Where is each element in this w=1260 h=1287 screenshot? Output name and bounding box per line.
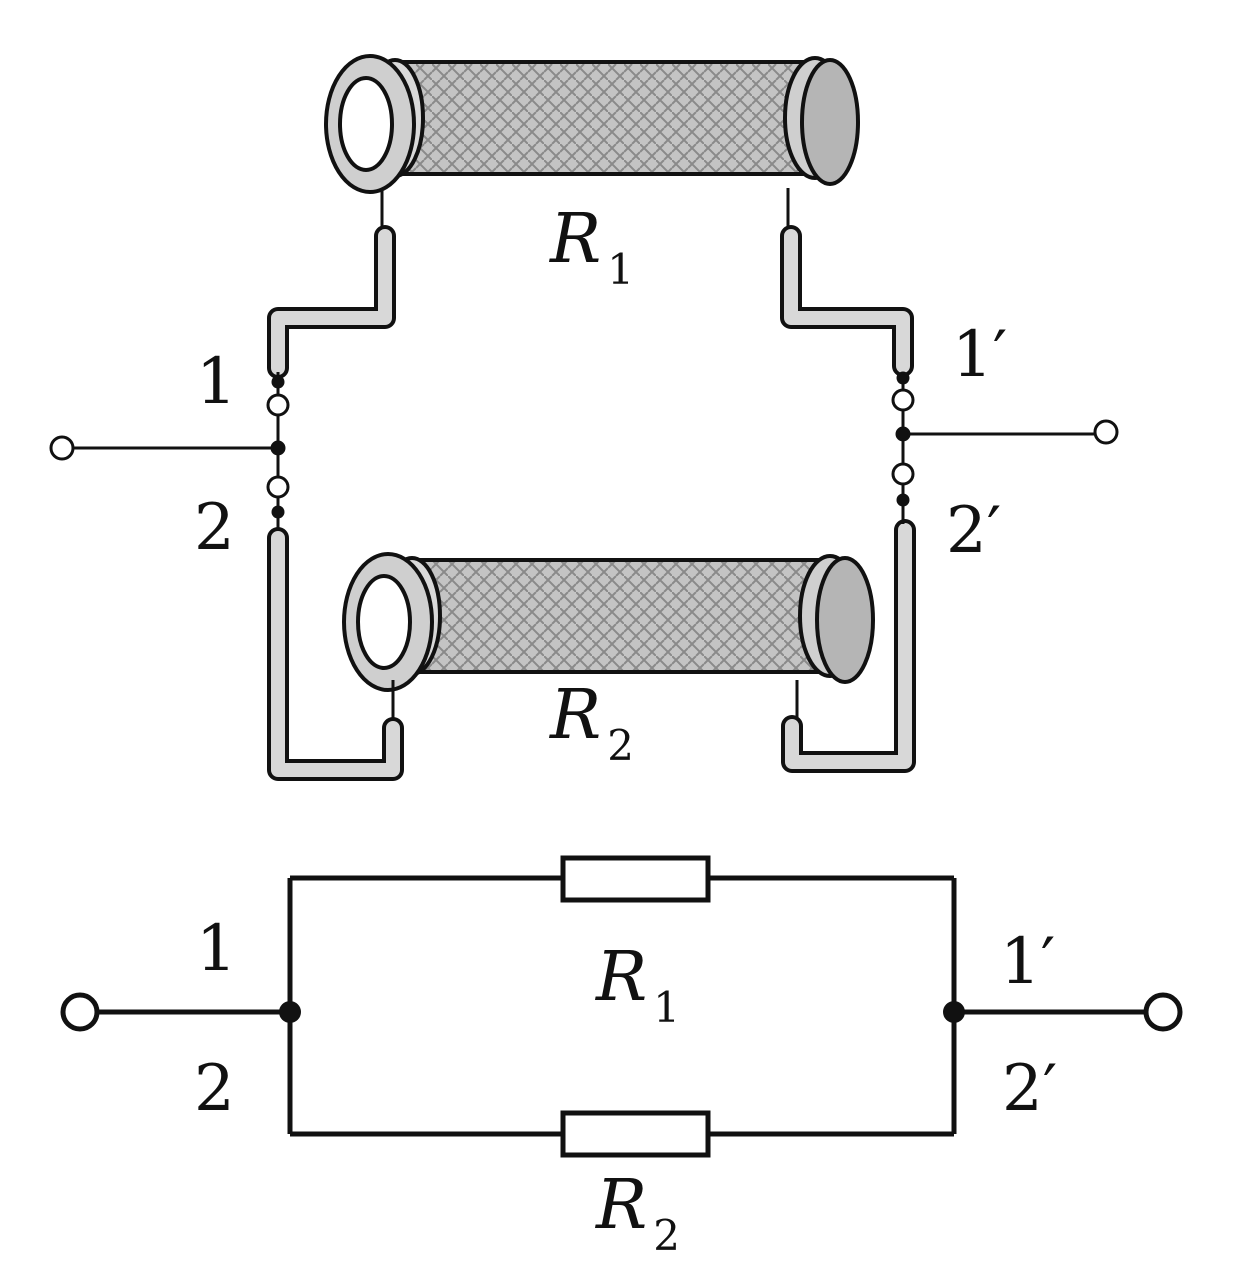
output-terminal-right [1093, 419, 1119, 445]
label-terminal-2: 2 [194, 491, 235, 565]
schematic-label-1-prime: 1′ [1000, 925, 1055, 999]
resistor-r2-symbol [560, 1110, 711, 1158]
node-left [279, 1001, 301, 1023]
input-terminal-left [49, 435, 75, 461]
schematic [98, 855, 1146, 1158]
schematic-label-1: 1 [196, 912, 237, 986]
resistor-r1-body [324, 54, 860, 194]
right-junction [891, 371, 1098, 524]
schematic-label-2: 2 [194, 1052, 235, 1126]
node-right [943, 1001, 965, 1023]
lead-wires [380, 188, 799, 720]
label-terminal-2-prime: 2′ [946, 494, 1001, 568]
resistor-r2-body [342, 552, 875, 692]
connector-tubes [267, 225, 916, 781]
schematic-terminal-right [1143, 992, 1183, 1032]
label-terminal-1: 1 [196, 345, 237, 419]
schematic-label-2-prime: 2′ [1002, 1052, 1057, 1126]
resistor-r1-symbol [560, 855, 711, 903]
schematic-terminal-left [60, 992, 100, 1032]
label-terminal-1-prime: 1′ [952, 318, 1007, 392]
left-junction [70, 372, 290, 530]
